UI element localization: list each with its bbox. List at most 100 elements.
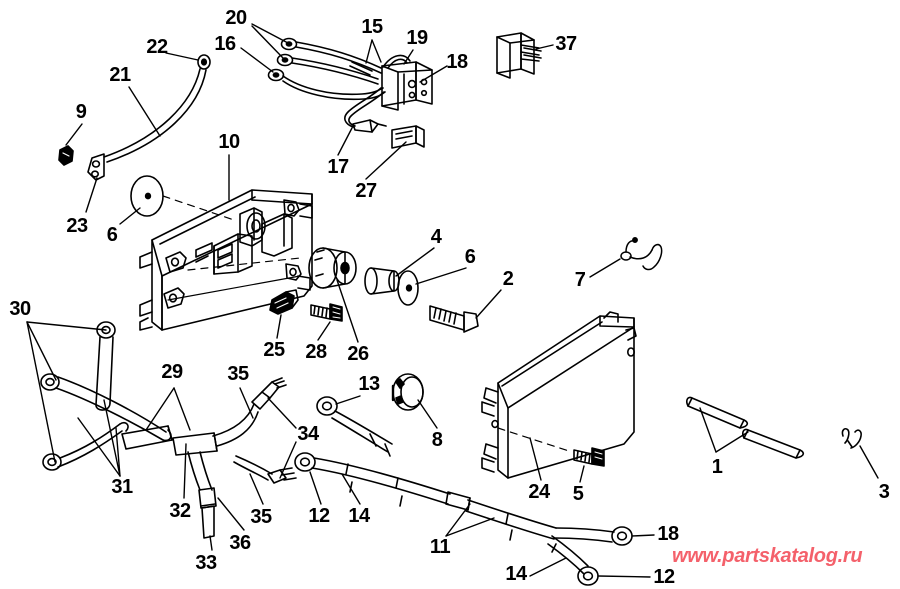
spool-26	[308, 247, 357, 289]
callout-9: 9	[75, 101, 87, 123]
leader-line-35a	[239, 387, 254, 419]
callout-14: 14	[505, 563, 527, 585]
callout-4: 4	[430, 226, 442, 248]
grommet-8	[391, 373, 424, 411]
leader-line-14b	[529, 557, 567, 577]
leader-line-29	[145, 387, 191, 431]
leader-line-27	[365, 141, 407, 180]
screw-5	[573, 447, 605, 467]
leader-line-22	[165, 52, 199, 61]
leader-line-8	[417, 399, 438, 429]
leader-line-31	[77, 399, 121, 477]
leader-line-housing-ref	[162, 195, 235, 221]
leader-line-17	[337, 127, 353, 156]
callout-14: 14	[348, 505, 370, 527]
callout-17: 17	[327, 156, 349, 178]
callout-22: 22	[146, 36, 168, 58]
callout-35: 35	[227, 363, 249, 385]
callout-5: 5	[572, 483, 584, 505]
callout-12: 12	[653, 566, 675, 588]
leader-line-15b	[371, 39, 382, 63]
leader-line-36	[217, 497, 245, 531]
leader-line-16	[240, 47, 274, 73]
battery-cables-11	[294, 452, 633, 586]
spring-clip-3	[841, 428, 862, 449]
leader-line-12a	[309, 471, 322, 505]
leader-line-25	[276, 314, 282, 339]
leader-line-15a	[365, 39, 373, 64]
callout-24: 24	[528, 481, 550, 503]
cover-plate-24	[481, 311, 637, 479]
callout-7: 7	[574, 269, 586, 291]
callout-29: 29	[161, 361, 183, 383]
leader-line-3	[859, 445, 879, 479]
leader-line-32	[183, 443, 187, 499]
leader-line-19	[403, 49, 414, 65]
callout-36: 36	[229, 532, 251, 554]
callout-1: 1	[711, 456, 723, 478]
screw-28	[310, 303, 343, 322]
wire-clip-7	[620, 237, 663, 271]
callout-34: 34	[297, 423, 319, 445]
battery-cable-13	[316, 396, 393, 457]
leader-line-23	[85, 177, 98, 213]
pins-1	[685, 396, 805, 459]
leader-line-12b	[597, 575, 651, 578]
leader-line-18a	[419, 65, 448, 83]
leader-line-21	[128, 86, 161, 137]
leader-line-13	[335, 395, 361, 405]
callout-15: 15	[361, 16, 383, 38]
callout-33: 33	[195, 552, 217, 574]
callout-12: 12	[308, 505, 330, 527]
callout-18: 18	[657, 523, 679, 545]
callout-25: 25	[263, 339, 285, 361]
clip-25	[269, 289, 299, 315]
washer-6-left	[130, 175, 164, 217]
callout-20: 20	[225, 7, 247, 29]
relay-37	[496, 32, 542, 79]
callout-8: 8	[431, 429, 443, 451]
harness-assembly	[267, 37, 433, 149]
leader-line-34	[267, 397, 297, 479]
callout-32: 32	[169, 500, 191, 522]
callout-13: 13	[358, 373, 380, 395]
housing-assembly-10	[139, 189, 313, 331]
callout-21: 21	[109, 64, 131, 86]
callout-26: 26	[347, 343, 369, 365]
leader-line-20	[251, 23, 289, 59]
callout-19: 19	[406, 27, 428, 49]
leader-line-28	[317, 321, 331, 341]
callout-37: 37	[555, 33, 577, 55]
leader-line-5	[579, 465, 585, 483]
leader-line-33	[209, 535, 213, 551]
leader-line-1	[699, 407, 749, 453]
bushing-4	[364, 267, 400, 295]
ground-cable-21	[87, 54, 211, 181]
leader-line-9	[65, 123, 83, 146]
callout-30: 30	[9, 298, 31, 320]
site-watermark: www.partskatalog.ru	[672, 545, 863, 567]
callout-23: 23	[66, 215, 88, 237]
callout-31: 31	[111, 476, 133, 498]
bolt-2	[429, 305, 479, 333]
callout-28: 28	[305, 341, 327, 363]
callout-10: 10	[218, 131, 240, 153]
harness-29-assembly	[121, 377, 297, 539]
leader-line-35b	[249, 473, 264, 505]
leader-line-2	[475, 289, 502, 319]
callout-27: 27	[355, 180, 377, 202]
leader-line-37	[535, 44, 554, 50]
leader-line-26	[336, 279, 359, 343]
leader-line-14a	[341, 473, 361, 505]
leader-line-4	[395, 247, 435, 277]
leader-line-18b	[631, 534, 655, 537]
leader-line-24	[529, 437, 542, 481]
callout-2: 2	[502, 268, 514, 290]
cable-set-30-31	[40, 321, 172, 471]
nut-9	[58, 145, 74, 166]
leader-line-30	[26, 321, 107, 463]
callout-11: 11	[429, 536, 451, 558]
washer-6-right	[397, 270, 419, 306]
